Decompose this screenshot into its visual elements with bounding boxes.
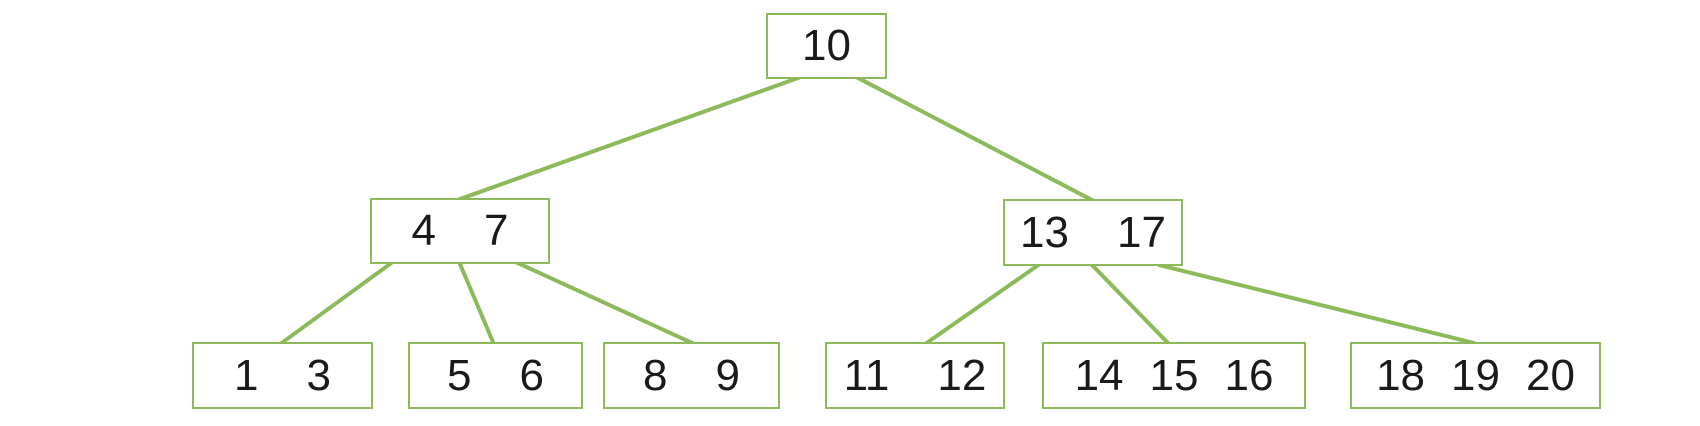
node-key: 7 [484, 206, 509, 255]
tree-edge-n4-7-to-l8-9 [514, 260, 696, 346]
tree-edge-n13-17-to-l18-19-20 [1157, 262, 1476, 346]
tree-node-l18-19-20: 18 19 20 [1350, 342, 1601, 409]
node-key: 3 [306, 350, 331, 400]
tree-edge-root-to-n13-17 [854, 74, 1096, 204]
node-key: 17 [1117, 207, 1166, 257]
tree-edge-n4-7-to-l5-6 [456, 258, 497, 348]
node-key: 5 [447, 350, 472, 400]
tree-edge-n4-7-to-l1-3 [277, 259, 396, 347]
node-key: 13 [1020, 207, 1069, 257]
node-key: 8 [643, 350, 668, 400]
tree-node-n13-17: 13 17 [1003, 199, 1183, 266]
tree-node-l11-12: 11 12 [825, 342, 1005, 409]
node-key: 16 [1224, 350, 1274, 400]
node-key: 19 [1451, 350, 1500, 400]
node-key: 11 [843, 350, 890, 400]
tree-node-l14-15-16: 14 15 16 [1042, 342, 1306, 409]
node-key: 14 [1074, 350, 1124, 400]
node-key: 6 [519, 350, 544, 400]
node-key: 15 [1149, 350, 1199, 400]
tree-edge-n13-17-to-l11-12 [922, 261, 1043, 347]
node-key: 1 [234, 350, 259, 400]
tree-edge-root-to-n4-7 [457, 75, 801, 202]
node-key: 10 [802, 21, 851, 70]
tree-edge-n13-17-to-l14-15-16 [1088, 261, 1172, 347]
node-key: 12 [937, 350, 987, 400]
tree-node-root: 10 [766, 13, 887, 79]
node-key: 9 [715, 350, 740, 400]
node-key: 20 [1525, 350, 1575, 400]
node-key: 4 [411, 206, 436, 255]
node-key: 18 [1376, 350, 1426, 400]
